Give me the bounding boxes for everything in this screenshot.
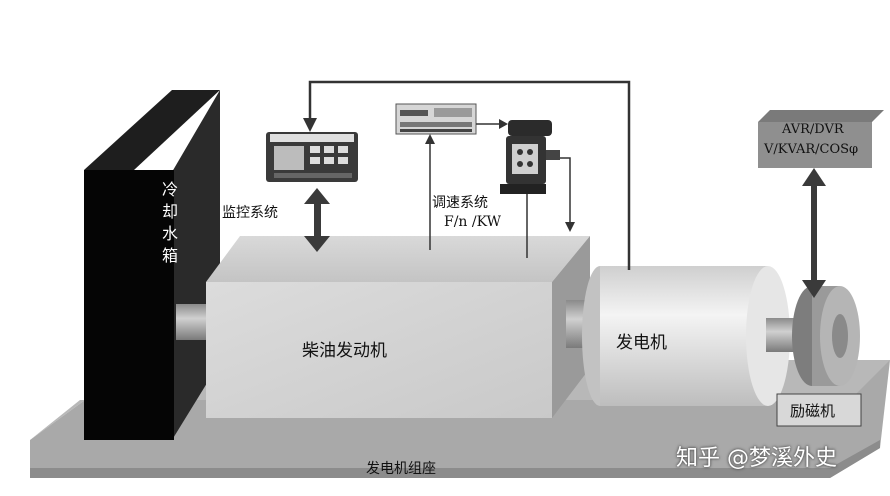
cooling-tank-char: 水: [162, 224, 179, 243]
cooling-tank-char: 冷: [162, 180, 179, 199]
exciter-label-box: [776, 393, 862, 427]
diesel-engine-block: [206, 236, 590, 418]
generator-label: 发电机: [616, 333, 667, 353]
cooling-tank-char: 却: [162, 202, 179, 221]
exciter-body: [792, 286, 860, 386]
exciter-label: 励磁机: [790, 402, 836, 420]
generator-cylinder: [582, 266, 790, 406]
speed-control-system-label: 调速系统: [432, 195, 488, 211]
feedback-loop-line: [308, 80, 631, 270]
diesel-engine-label: 柴油发动机: [302, 341, 387, 361]
feedback-loop-arrowhead: [303, 118, 317, 132]
actuator-device: [500, 120, 560, 194]
monitoring-engine-arrow: [304, 188, 330, 252]
avr-box: [758, 110, 884, 168]
cooling-water-tank: [84, 90, 220, 440]
governor-arrowheads: [425, 119, 575, 232]
cooling-tank-char: 箱: [162, 246, 179, 265]
governor-signal-lines: [429, 123, 571, 258]
avr-exciter-arrow: [802, 168, 826, 298]
monitoring-controller-device: [266, 132, 358, 182]
avr-label-line2: V/KVAR/COSφ: [764, 142, 859, 157]
avr-label-line1: AVR/DVR: [782, 122, 844, 137]
speed-governor-device: [395, 103, 477, 135]
watermark: 知乎 @梦溪外史: [676, 446, 837, 471]
monitoring-system-label: 监控系统: [222, 205, 278, 221]
speed-control-params-label: F/n /KW: [444, 214, 501, 230]
generator-base-label: 发电机组座: [366, 461, 436, 477]
